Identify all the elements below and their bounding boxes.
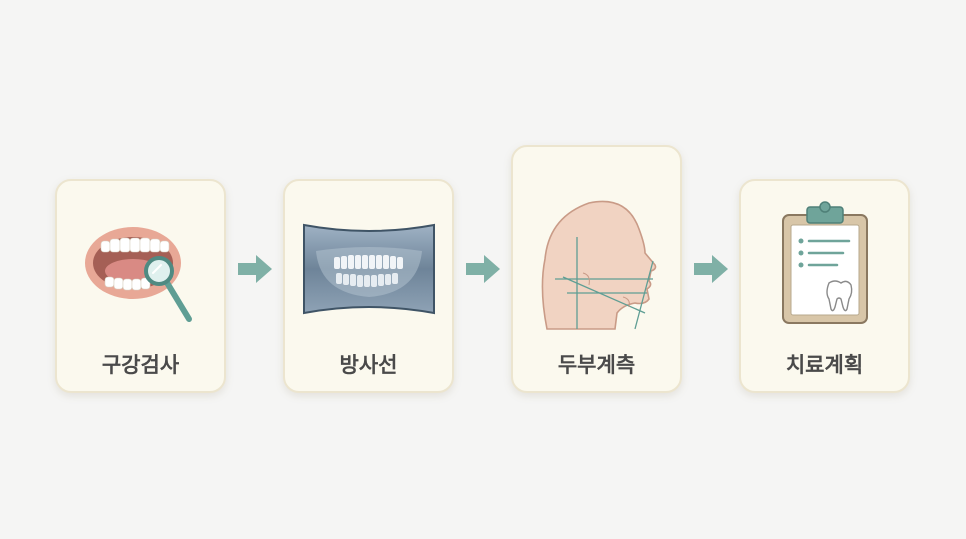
step-label: 방사선 [339,353,398,377]
arrow-right-icon [464,253,502,289]
panoramic-xray-icon [285,221,452,317]
step-card-treatment-plan: 치료계획 [739,179,910,393]
treatment-plan-clipboard-icon [741,199,908,329]
step-label: 치료계획 [785,353,864,377]
step-card-oral-exam: 구강검사 [55,179,226,393]
cephalometric-head-icon [513,189,680,339]
arrow-right-icon [236,253,274,289]
step-label: 두부계측 [557,353,636,377]
oral-exam-icon [57,221,224,331]
arrow-right-icon [692,253,730,289]
step-card-cephalometric: 두부계측 [511,145,682,393]
step-card-xray: 방사선 [283,179,454,393]
step-label: 구강검사 [101,353,180,377]
